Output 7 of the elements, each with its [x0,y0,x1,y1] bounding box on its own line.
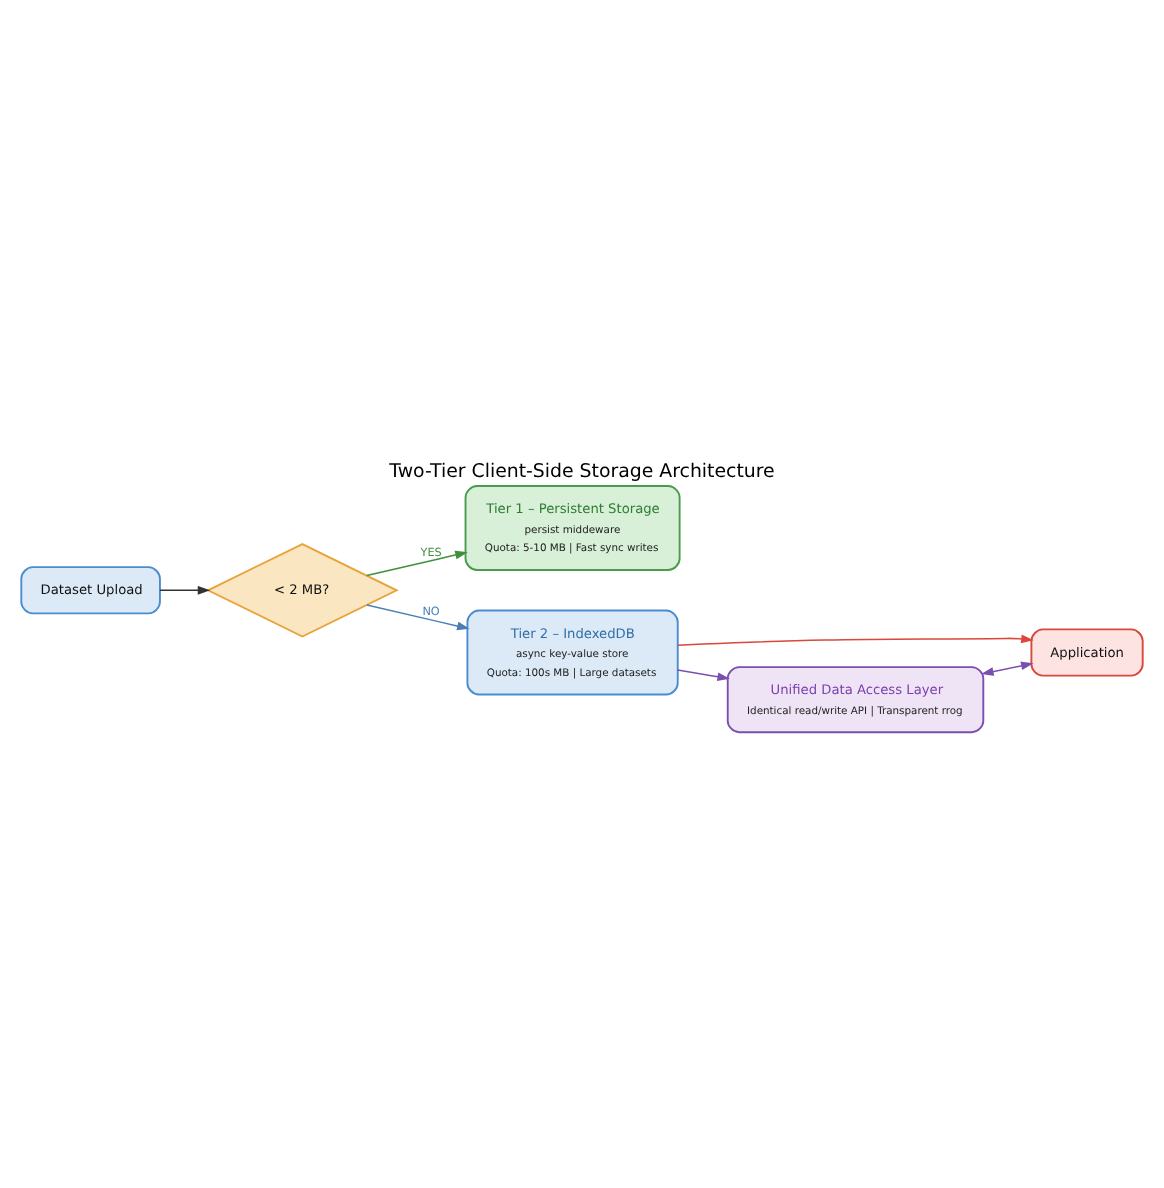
arrow [366,549,468,576]
arrow [159,584,211,594]
diagram-title: Two-Tier Client-Side Storage Architecture [389,459,775,482]
arrow [981,660,1034,675]
arrow [677,633,1034,646]
arrow [677,668,730,680]
arrow [366,603,470,630]
